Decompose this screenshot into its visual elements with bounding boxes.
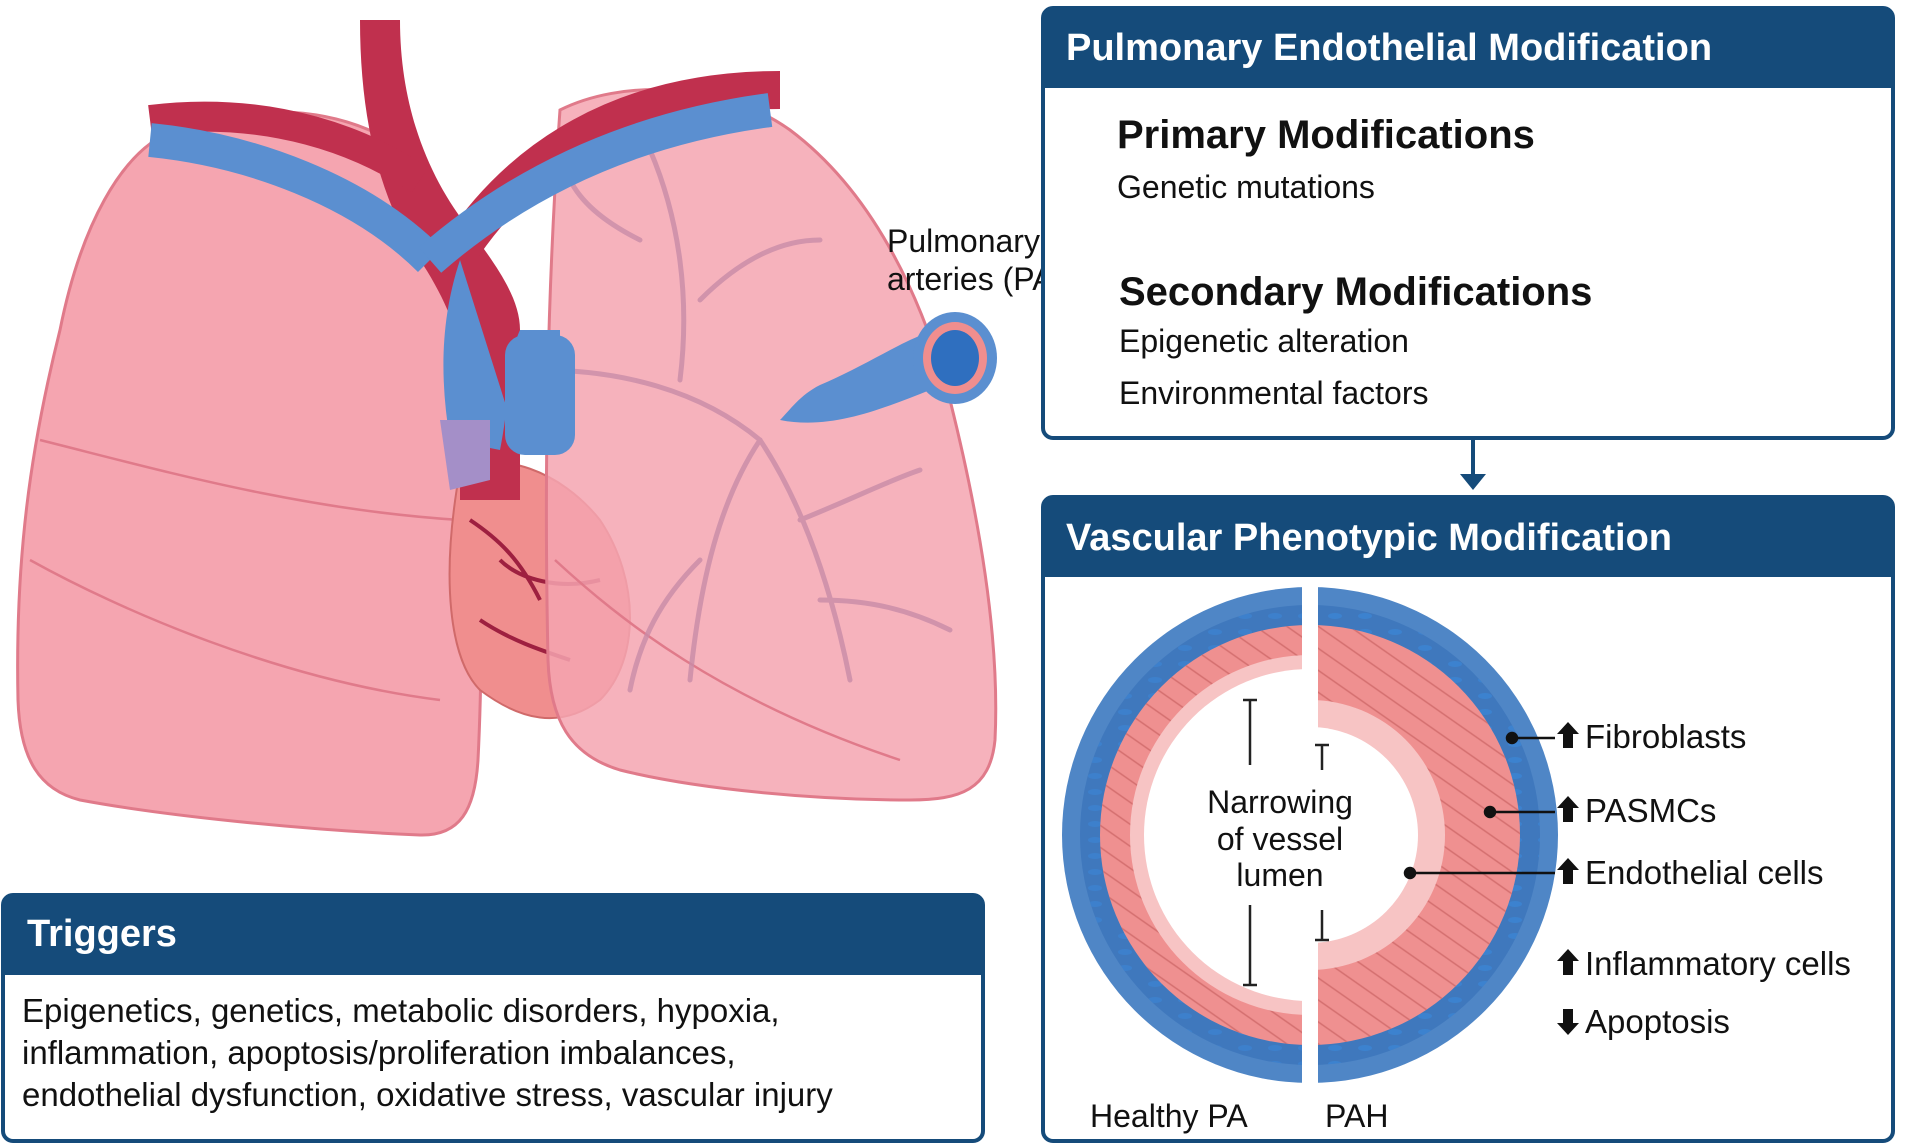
pulmonary-artery-cross-section	[780, 312, 997, 423]
change-pasmcs: PASMCs	[1557, 792, 1716, 829]
up-arrow-icon	[1557, 722, 1579, 748]
change-fibroblasts: Fibroblasts	[1557, 718, 1746, 755]
triggers-line-0: Epigenetics, genetics, metabolic disorde…	[22, 992, 780, 1029]
change-apoptosis: Apoptosis	[1557, 1003, 1730, 1040]
pah-label: PAH	[1325, 1098, 1388, 1134]
endothelial-modification-box: Pulmonary Endothelial Modification Prima…	[1041, 6, 1895, 440]
change-label-endothelial-cells: Endothelial cells	[1585, 854, 1823, 891]
triggers-line-1: inflammation, apoptosis/proliferation im…	[22, 1034, 736, 1071]
lung-illustration: Pulmonary arteries (PA)	[16, 20, 1064, 837]
pah-vessel-half	[1310, 587, 1558, 1083]
secondary-item-1: Environmental factors	[1119, 375, 1428, 411]
lumen-brackets	[1243, 698, 1329, 987]
phenotype-changes-list: Fibroblasts PASMCs Endothelial cells Inf…	[1557, 718, 1851, 1040]
up-arrow-icon	[1557, 949, 1579, 975]
healthy-pa-label: Healthy PA	[1090, 1098, 1248, 1134]
change-label-inflammatory-cells: Inflammatory cells	[1585, 945, 1851, 982]
secondary-modifications-heading: Secondary Modifications	[1119, 270, 1592, 314]
triggers-box: Triggers Epigenetics, genetics, metaboli…	[1, 893, 985, 1143]
change-label-pasmcs: PASMCs	[1585, 792, 1716, 829]
connector-arrow	[1460, 440, 1486, 490]
narrowing-label-line3: lumen	[1236, 857, 1323, 893]
pulmonary-trunk	[443, 260, 560, 450]
secondary-item-0: Epigenetic alteration	[1119, 323, 1409, 359]
healthy-vessel-half	[1062, 587, 1310, 1083]
up-arrow-icon	[1557, 796, 1579, 822]
narrowing-label-line2: of vessel	[1217, 821, 1343, 857]
change-endothelial-cells: Endothelial cells	[1557, 854, 1823, 891]
vascular-box-title: Vascular Phenotypic Modification	[1066, 517, 1672, 559]
change-label-fibroblasts: Fibroblasts	[1585, 718, 1746, 755]
down-arrow-icon	[1557, 1009, 1579, 1035]
primary-modifications-heading: Primary Modifications	[1117, 113, 1535, 157]
up-arrow-icon	[1557, 858, 1579, 884]
triggers-line-2: endothelial dysfunction, oxidative stres…	[22, 1076, 833, 1113]
vascular-modification-box: Vascular Phenotypic Modification	[1041, 495, 1895, 1143]
pulmonary-arteries-label-line2: arteries (PA)	[887, 261, 1064, 297]
endothelial-box-title: Pulmonary Endothelial Modification	[1066, 27, 1712, 69]
primary-item-0: Genetic mutations	[1117, 169, 1375, 205]
change-inflammatory-cells: Inflammatory cells	[1557, 945, 1851, 982]
pointer-lines	[1403, 731, 1555, 880]
right-lung	[544, 88, 998, 802]
change-label-apoptosis: Apoptosis	[1585, 1003, 1730, 1040]
triggers-title: Triggers	[27, 913, 177, 955]
narrowing-label-line1: Narrowing	[1207, 784, 1353, 820]
pulmonary-arteries-label-line1: Pulmonary	[887, 223, 1040, 259]
